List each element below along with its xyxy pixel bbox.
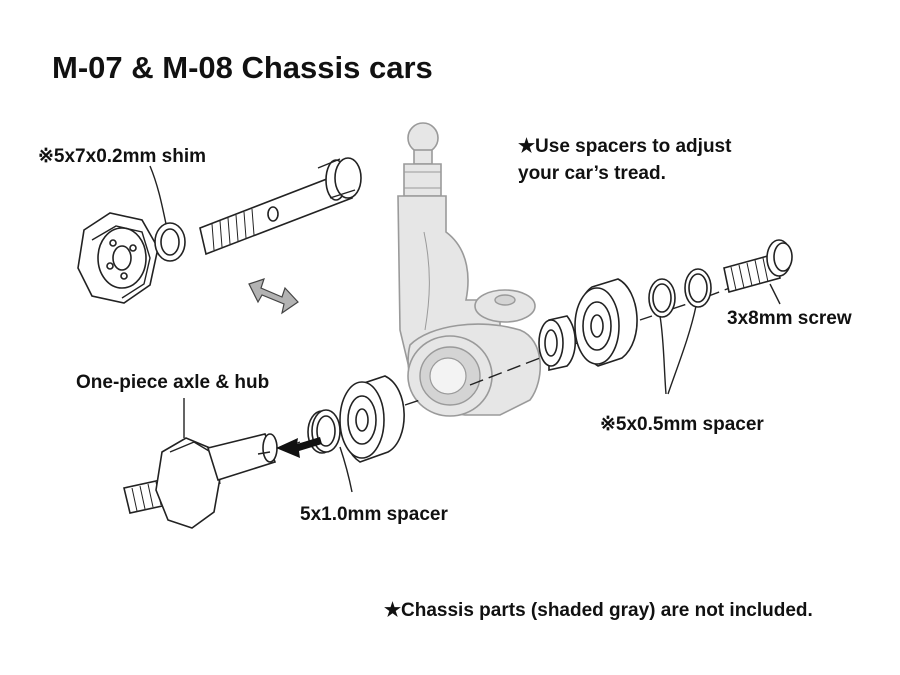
- spacer-05-label: ※5x0.5mm spacer: [600, 414, 764, 435]
- axle-nut: [77, 212, 159, 304]
- double-arrow-icon: [248, 278, 299, 315]
- screw-label: 3x8mm screw: [727, 308, 852, 329]
- spacer-inner-right: [538, 315, 577, 371]
- shim-washer: [154, 222, 186, 262]
- spacer-10-label: 5x1.0mm spacer: [300, 504, 448, 525]
- tread-note-line-2: your car’s tread.: [518, 163, 666, 184]
- axle-hub: [123, 433, 278, 529]
- spacer-05-a: [648, 278, 676, 318]
- spacer-05-b: [684, 268, 712, 308]
- knuckle-upright: [397, 122, 541, 417]
- bearing-outer-left: [339, 375, 405, 463]
- diagram-title: M-07 & M-08 Chassis cars: [52, 50, 433, 85]
- footer-note: ★Chassis parts (shaded gray) are not inc…: [384, 600, 813, 621]
- tread-note-line-1: ★Use spacers to adjust: [518, 136, 732, 157]
- shim-label: ※5x7x0.2mm shim: [38, 146, 206, 167]
- axle-hub-label: One-piece axle & hub: [76, 372, 269, 393]
- bearing-outer-right: [574, 278, 638, 367]
- screw: [723, 239, 793, 293]
- direction-arrow-icon: [276, 437, 322, 458]
- axle-shaft: [199, 157, 362, 256]
- leader-lines: [149, 165, 781, 493]
